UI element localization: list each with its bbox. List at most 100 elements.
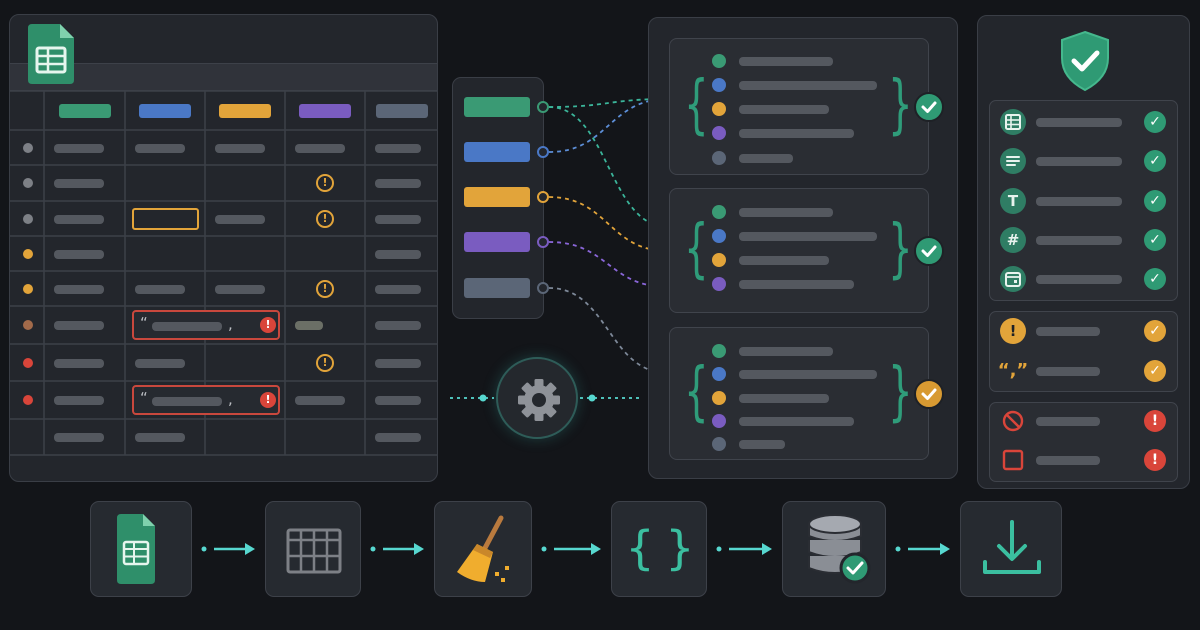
column-header-chip[interactable] (376, 104, 428, 118)
column-header-chip[interactable] (58, 104, 111, 118)
comma-glyph: , (228, 390, 233, 408)
quote-glyph: “ (140, 389, 148, 407)
valid-check-icon (914, 235, 944, 266)
placeholder-bar (295, 143, 345, 153)
type-text-icon: T (1000, 188, 1026, 214)
json-field-dot-green (712, 344, 726, 358)
json-field-dot-purple (712, 414, 726, 428)
valid-check-icon (914, 91, 944, 122)
hash-icon: # (1000, 227, 1026, 253)
row-status-dot (23, 357, 33, 368)
quote-glyph: “ (140, 314, 148, 332)
column-header-chip[interactable] (219, 104, 271, 118)
placeholder-bar (54, 214, 104, 224)
placeholder-bar (739, 57, 833, 66)
pipeline-step-database-check[interactable] (782, 501, 886, 597)
pipeline-step-spreadsheet[interactable] (90, 501, 192, 597)
placeholder-bar (215, 284, 265, 294)
warning-icon: ! (1000, 318, 1026, 344)
placeholder-bar (739, 394, 829, 403)
field-connector-port[interactable] (537, 101, 549, 113)
placeholder-bar (739, 370, 877, 379)
pipeline-step-download[interactable] (960, 501, 1062, 597)
warn-check-icon: ✓ (1144, 360, 1166, 382)
pass-check-icon: ✓ (1144, 268, 1166, 290)
placeholder-bar (295, 396, 345, 405)
json-field-dot-amber (712, 253, 726, 267)
placeholder-bar (739, 417, 854, 426)
placeholder-bar (135, 433, 185, 442)
row-status-dot (23, 142, 33, 153)
download-icon (961, 502, 1061, 598)
mapped-field-green[interactable] (464, 97, 530, 117)
json-brace-open: { (684, 67, 709, 142)
malformed-cell[interactable]: “,! (132, 385, 280, 415)
quote-icon-glyph: “,” (997, 360, 1029, 381)
pass-check-icon: ✓ (1144, 229, 1166, 251)
text-lines-icon (1000, 148, 1026, 174)
mapped-field-slate[interactable] (464, 278, 530, 298)
pipeline-step-grid[interactable] (265, 501, 361, 597)
error-icon: ! (1144, 410, 1166, 432)
table-icon (1000, 109, 1026, 135)
placeholder-bar (739, 208, 833, 217)
placeholder-bar (1036, 157, 1122, 166)
placeholder-bar (375, 214, 421, 224)
spreadsheet-grid (10, 90, 437, 456)
json-brace-close: } (888, 354, 913, 429)
placeholder-bar (1036, 367, 1100, 376)
placeholder-bar (215, 214, 265, 224)
json-brace-open: { (684, 354, 709, 429)
json-field-dot-blue (712, 78, 726, 92)
warning-glyph: ! (322, 281, 328, 295)
empty-box-icon (1001, 448, 1025, 472)
column-header-chip[interactable] (299, 104, 351, 118)
pass-check-icon-glyph: ✓ (1149, 114, 1161, 130)
placeholder-bar (739, 347, 833, 356)
error-icon: ! (260, 392, 276, 408)
error-glyph: ! (265, 318, 271, 331)
warn-check-icon-glyph: ✓ (1149, 363, 1161, 379)
field-connector-port[interactable] (537, 191, 549, 203)
placeholder-bar (1036, 327, 1100, 336)
pipeline-step-broom[interactable] (434, 501, 532, 597)
placeholder-bar (54, 249, 104, 259)
json-brace-close: } (888, 211, 913, 286)
row-status-dot (23, 213, 33, 224)
field-connector-port[interactable] (537, 282, 549, 294)
mapped-field-amber[interactable] (464, 187, 530, 207)
comma-glyph: , (228, 315, 233, 333)
warning-icon-glyph: ! (1009, 322, 1017, 340)
highlighted-cell[interactable] (132, 207, 199, 230)
json-field-dot-green (712, 54, 726, 68)
placeholder-bar (375, 284, 421, 294)
row-status-dot (23, 395, 33, 405)
column-header-chip[interactable] (139, 104, 191, 118)
row-status-dot (23, 178, 33, 188)
spreadsheet-icon (91, 502, 191, 598)
malformed-cell[interactable]: “,! (132, 310, 280, 340)
placeholder-bar (152, 322, 222, 331)
mapped-field-blue[interactable] (464, 142, 530, 162)
pass-check-icon-glyph: ✓ (1149, 193, 1161, 209)
row-status-dot (23, 320, 33, 330)
row-status-dot (23, 248, 33, 259)
placeholder-bar (739, 81, 877, 90)
field-connector-port[interactable] (537, 146, 549, 158)
type-text-icon-glyph: T (1007, 192, 1019, 210)
placeholder-bar (1036, 456, 1100, 465)
json-brace-open: { (684, 211, 709, 286)
gear-button[interactable] (496, 357, 578, 439)
pipeline-step-braces[interactable]: { } (611, 501, 707, 597)
field-connector-port[interactable] (537, 236, 549, 248)
placeholder-bar (375, 358, 421, 368)
warning-glyph: ! (322, 355, 328, 369)
warning-icon: ! (316, 209, 334, 228)
warning-check-icon (914, 378, 944, 409)
placeholder-bar (54, 358, 104, 368)
pass-check-icon: ✓ (1144, 190, 1166, 212)
warn-check-icon-glyph: ✓ (1149, 323, 1161, 339)
gear-icon (518, 379, 560, 421)
mapped-field-purple[interactable] (464, 232, 530, 252)
placeholder-bar (135, 358, 185, 368)
